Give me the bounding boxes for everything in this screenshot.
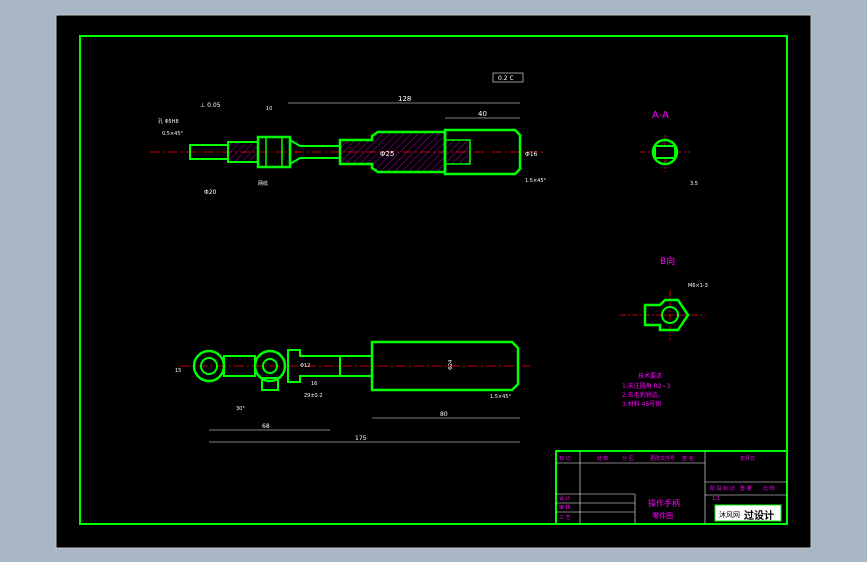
tech-notes: 技术要求 1.未注圆角 R2~3 2.去毛刺锐边。 3.材料 45号钢 [622,372,671,408]
dim-15: 15 [175,368,181,374]
dim-80: 80 [440,411,448,418]
section-dim: 3.5 [690,181,698,187]
top-view: 68 175 80 29±0.2 16 30° Φ24 Φ12 15 1.5×4… [175,340,530,443]
view-b-label: B向 [660,255,675,267]
tech-line3: 3.材料 45号钢 [622,400,661,408]
tb-h3: 更改文件号 [650,455,675,462]
tb-r2: 比 例 [763,485,775,492]
scale-val: 1:1 [712,496,720,502]
view-b: B向 M6×1-3 [620,255,708,340]
dim-40: 40 [478,110,487,118]
dim-68: 68 [262,423,270,430]
chamfer3: 1.5×45° [490,394,512,400]
tb-h2: 分 区 [622,455,634,462]
section-aa-label: A-A [652,110,669,121]
tol-box: ⊥ 0.05 [200,102,221,109]
tech-title: 技术要求 [638,372,662,380]
title-block: 标 记 处 数 分 区 更改文件号 签 名 年月日 阶 段 标 记 重 量 比 … [555,450,788,525]
tech-line2: 2.去毛刺锐边。 [622,391,664,399]
logo-text: 沐风网 [719,510,740,519]
dim-dia12: Φ12 [300,363,310,369]
chamfer2-label: 1.5×45° [525,178,547,184]
front-view: 128 40 Φ25 Φ16 ⊥ 0.05 0.2 C 0.5×45° 1.5×… [150,72,547,196]
logo-right: 过设计 [744,509,774,522]
dim-30deg: 30° [236,406,245,412]
tech-line1: 1.未注圆角 R2~3 [622,382,671,390]
tol-1: 0.2 C [498,75,514,82]
bore-text: 孔 Φ5H8 [158,118,179,125]
tb-h1: 处 数 [597,455,609,462]
knurl-label: 网纹 [258,180,268,187]
drawing-type: 零件图 [652,511,673,520]
tb-r1: 重 量 [740,485,752,492]
tb-l0: 设 计 [559,495,571,502]
tb-h5: 年月日 [740,455,755,462]
dim-dia25: Φ25 [380,150,394,158]
chamfer-label: 0.5×45° [162,131,184,137]
drawing-sheet [55,14,812,549]
drawing-border [79,35,788,525]
dim-29: 29±0.2 [304,393,323,399]
thread-label: M6×1-3 [688,283,708,289]
dim-10: 10 [266,106,272,112]
tb-h4: 签 名 [682,455,694,462]
dim-20: Φ20 [204,189,217,196]
logo-box [714,504,782,522]
section-aa: A-A 3.5 [640,110,698,187]
dim-dia16: Φ16 [525,151,538,158]
tb-l2: 工 艺 [559,515,571,521]
tb-l1: 审 核 [559,504,571,511]
dim-128: 128 [398,95,411,103]
dim-175: 175 [355,435,367,442]
part-name: 操作手柄 [648,498,680,508]
tb-h0: 标 记 [559,455,571,462]
dim-dia24: Φ24 [448,360,454,370]
tb-r0: 阶 段 标 记 [710,485,735,492]
dim-16: 16 [311,381,317,387]
